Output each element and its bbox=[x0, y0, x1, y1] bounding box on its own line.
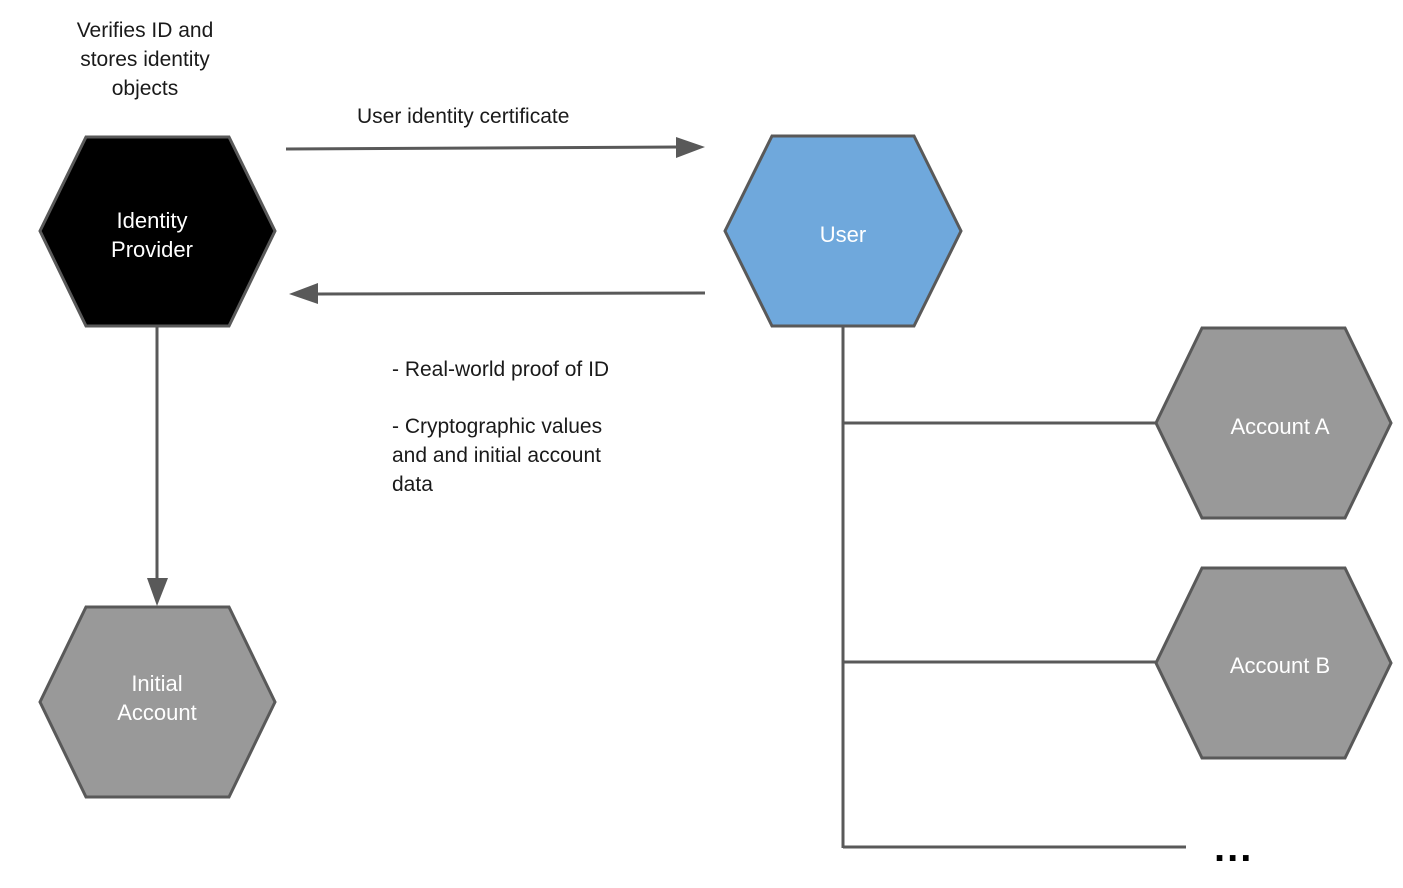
proof-items: - Real-world proof of ID - Cryptographic… bbox=[392, 355, 672, 499]
hexagon-identity-provider[interactable] bbox=[38, 135, 277, 328]
arrow-user-to-idp[interactable] bbox=[314, 291, 706, 296]
user-label: User bbox=[743, 220, 943, 249]
idp-description-line: objects bbox=[111, 77, 179, 100]
node-label-line: Initial bbox=[131, 671, 183, 696]
arrowhead-left-icon bbox=[289, 283, 318, 304]
idp-description: Verifies ID and stores identity objects bbox=[45, 16, 245, 103]
arrow-idp-to-user[interactable] bbox=[285, 145, 681, 151]
proof-line: and and initial account bbox=[392, 444, 601, 467]
more-accounts-ellipsis: ... bbox=[1214, 826, 1254, 870]
hexagon-user[interactable] bbox=[723, 134, 963, 328]
arrowhead-right-icon bbox=[676, 137, 705, 158]
idp-description-line: Verifies ID and bbox=[76, 19, 214, 42]
node-label-line: Identity bbox=[116, 208, 188, 233]
idp-description-line: stores identity bbox=[80, 48, 210, 71]
node-label-line: Account A bbox=[1230, 414, 1330, 439]
hexagon-initial-account[interactable] bbox=[38, 605, 277, 799]
proof-line: - Real-world proof of ID bbox=[392, 358, 610, 381]
node-label-line: Provider bbox=[111, 237, 193, 262]
proof-line: data bbox=[392, 473, 433, 496]
hexagon-account-b[interactable] bbox=[1154, 566, 1393, 760]
proof-line: - Cryptographic values bbox=[392, 415, 603, 438]
node-label-line: Account bbox=[117, 700, 197, 725]
proof-line bbox=[392, 384, 672, 412]
hexagon-account-a[interactable] bbox=[1154, 326, 1393, 520]
identity-provider-label: Identity Provider bbox=[52, 206, 252, 264]
arrowhead-down-icon bbox=[147, 578, 168, 606]
node-label-line: User bbox=[819, 222, 867, 247]
account-b-label: Account B bbox=[1180, 651, 1380, 680]
certificate-label: User identity certificate bbox=[357, 105, 570, 128]
account-a-label: Account A bbox=[1180, 412, 1380, 441]
initial-account-label: Initial Account bbox=[57, 669, 257, 727]
node-label-line: Account B bbox=[1229, 653, 1331, 678]
